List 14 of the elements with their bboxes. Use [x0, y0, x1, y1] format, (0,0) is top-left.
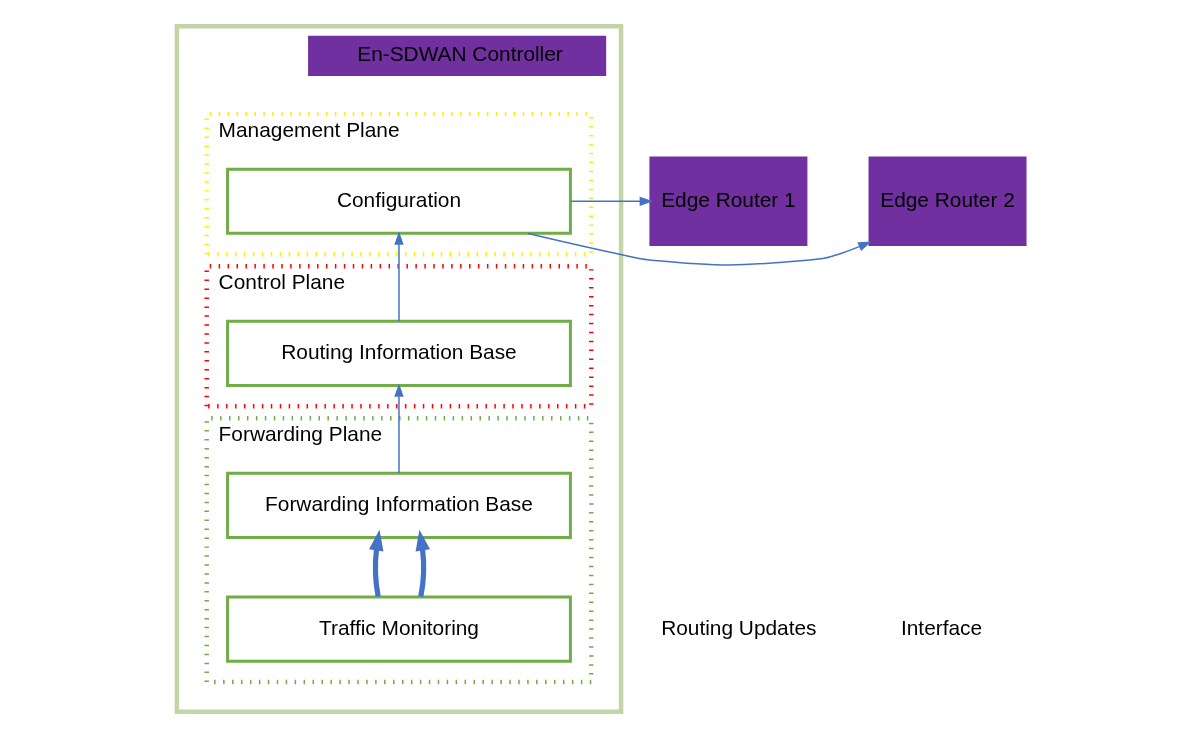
node-box: Edge Router 1	[648, 156, 807, 247]
label: Interface	[900, 615, 982, 639]
arrow	[393, 383, 404, 474]
arrow	[569, 196, 653, 206]
arrow	[526, 232, 872, 266]
arrow	[393, 231, 404, 322]
node-box: Routing Information Base	[225, 319, 572, 387]
label: Routing Updates	[660, 615, 817, 639]
node-box: Traffic Monitoring	[225, 595, 572, 663]
node-box: Edge Router 2	[868, 156, 1027, 247]
arrow	[415, 529, 430, 597]
node-box: Forwarding Information Base	[225, 471, 572, 539]
node-box: Configuration	[225, 167, 572, 235]
arrow	[368, 529, 383, 597]
